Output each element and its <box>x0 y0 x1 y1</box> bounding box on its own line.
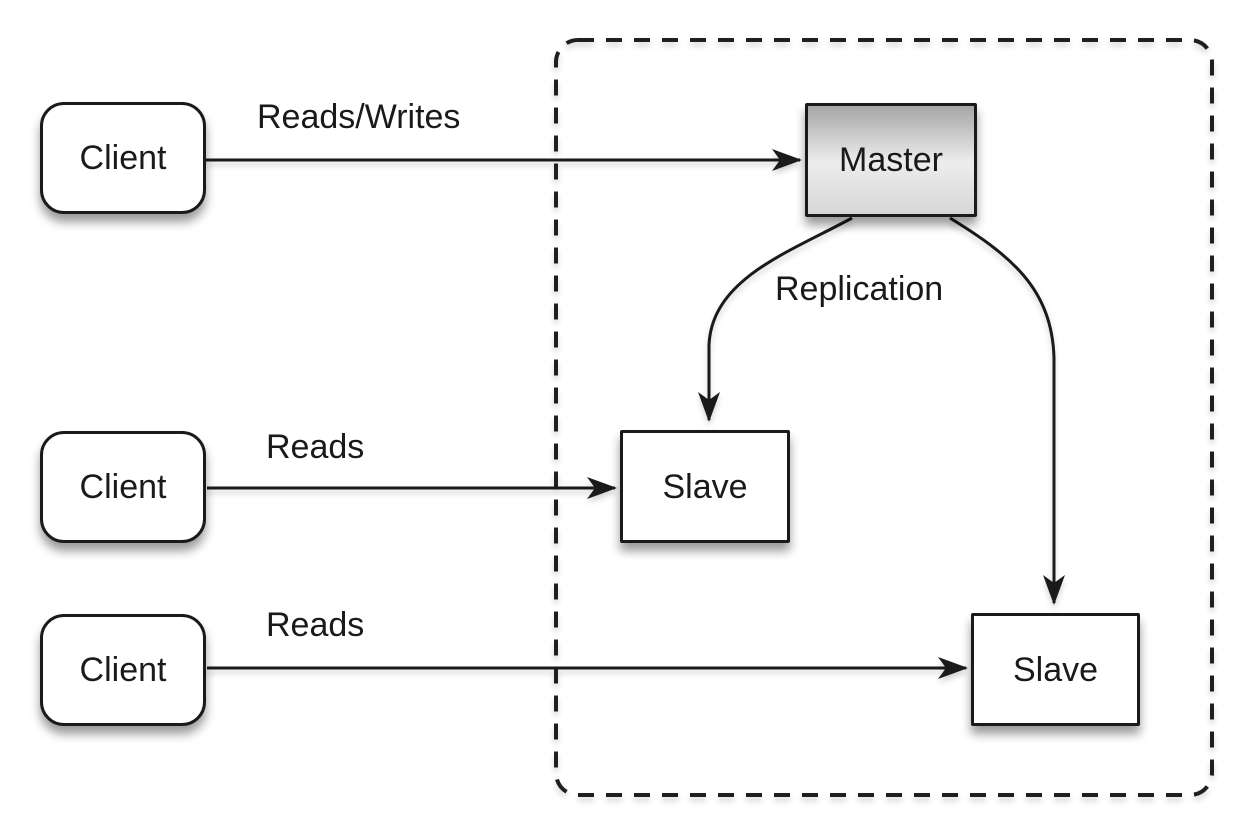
master-node-label: Master <box>839 141 943 179</box>
edge-label-reads-writes: Reads/Writes <box>257 98 461 136</box>
client-node-1-label: Client <box>79 139 167 177</box>
slave-node-2-label: Slave <box>1012 650 1099 689</box>
edge-replication-right <box>949 216 1065 605</box>
edge-label-reads-middle: Reads <box>266 428 365 466</box>
slave-node-2: Slave <box>971 613 1140 726</box>
slave-node-1-label: Slave <box>662 467 748 506</box>
client-node-3: Client <box>40 614 206 726</box>
edge-label-replication: Replication <box>775 270 944 308</box>
client-node-2-label: Client <box>79 468 167 506</box>
edge-label-reads-bottom: Reads <box>266 606 365 644</box>
replication-group-boundary <box>554 38 1214 797</box>
master-node: Master <box>805 103 977 217</box>
client-node-1: Client <box>40 102 206 214</box>
client-node-3-label: Client <box>79 651 167 689</box>
edge-replication-left <box>698 216 853 422</box>
client-node-2: Client <box>40 431 206 543</box>
slave-node-1: Slave <box>620 430 790 543</box>
